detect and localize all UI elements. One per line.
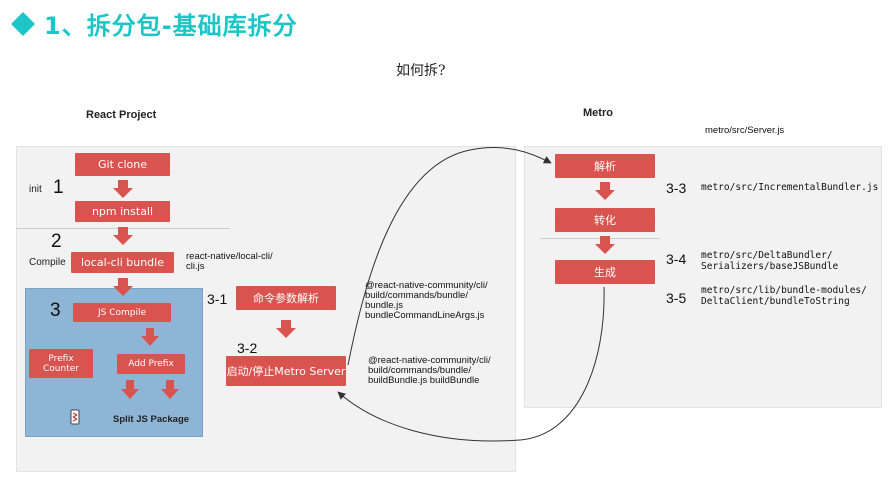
diamond-icon xyxy=(11,11,35,36)
cli-bundle-path: @react-native-community/cli/ build/comma… xyxy=(365,280,488,321)
bundle-to-string-path: metro/src/lib/bundle-modules/ DeltaClien… xyxy=(701,285,867,307)
split-js-package-label: Split JS Package xyxy=(113,414,190,425)
metro-heading: Metro xyxy=(583,107,613,119)
compile-label: Compile xyxy=(29,257,66,268)
init-compile-divider xyxy=(16,228,230,229)
zipper-icon xyxy=(70,409,80,425)
step-3-2-number: 3-2 xyxy=(237,340,258,356)
step-2-number: 2 xyxy=(51,231,62,252)
incremental-bundler-path: metro/src/IncrementalBundler.js xyxy=(701,182,879,193)
metro-server-box: 启动/停止Metro Server xyxy=(226,356,346,386)
base-js-bundle-path: metro/src/DeltaBundler/ Serializers/base… xyxy=(701,250,839,272)
js-compile-box: JS Compile xyxy=(73,303,171,322)
step-3-5-number: 3-5 xyxy=(666,290,687,306)
step-3-1-number: 3-1 xyxy=(207,291,228,307)
step-1-number: 1 xyxy=(53,177,64,198)
local-cli-path: react-native/local-cli/ cli.js xyxy=(186,251,273,272)
npm-install-box: npm install xyxy=(75,201,170,222)
page-title: 1、拆分包-基础库拆分 xyxy=(10,6,298,41)
transform-box: 转化 xyxy=(555,208,655,232)
step-3-number: 3 xyxy=(50,300,61,321)
generate-box: 生成 xyxy=(555,260,655,284)
prefix-counter-box: Prefix Counter xyxy=(29,349,93,378)
step-3-4-number: 3-4 xyxy=(666,251,687,267)
cmd-parse-box: 命令参数解析 xyxy=(236,286,336,310)
react-project-heading: React Project xyxy=(86,109,157,121)
parse-box: 解析 xyxy=(555,154,655,178)
title-text: 1、拆分包-基础库拆分 xyxy=(44,12,298,40)
subtitle: 如何拆? xyxy=(396,63,446,79)
metro-divider xyxy=(540,238,660,239)
local-cli-bundle-box: local-cli bundle xyxy=(71,252,174,273)
step-3-3-number: 3-3 xyxy=(666,180,687,196)
metro-server-path: metro/src/Server.js xyxy=(705,125,785,136)
build-bundle-path: @react-native-community/cli/ build/comma… xyxy=(368,355,491,386)
git-clone-box: Git clone xyxy=(75,153,170,176)
add-prefix-box: Add Prefix xyxy=(117,354,185,374)
init-label: init xyxy=(29,184,42,195)
